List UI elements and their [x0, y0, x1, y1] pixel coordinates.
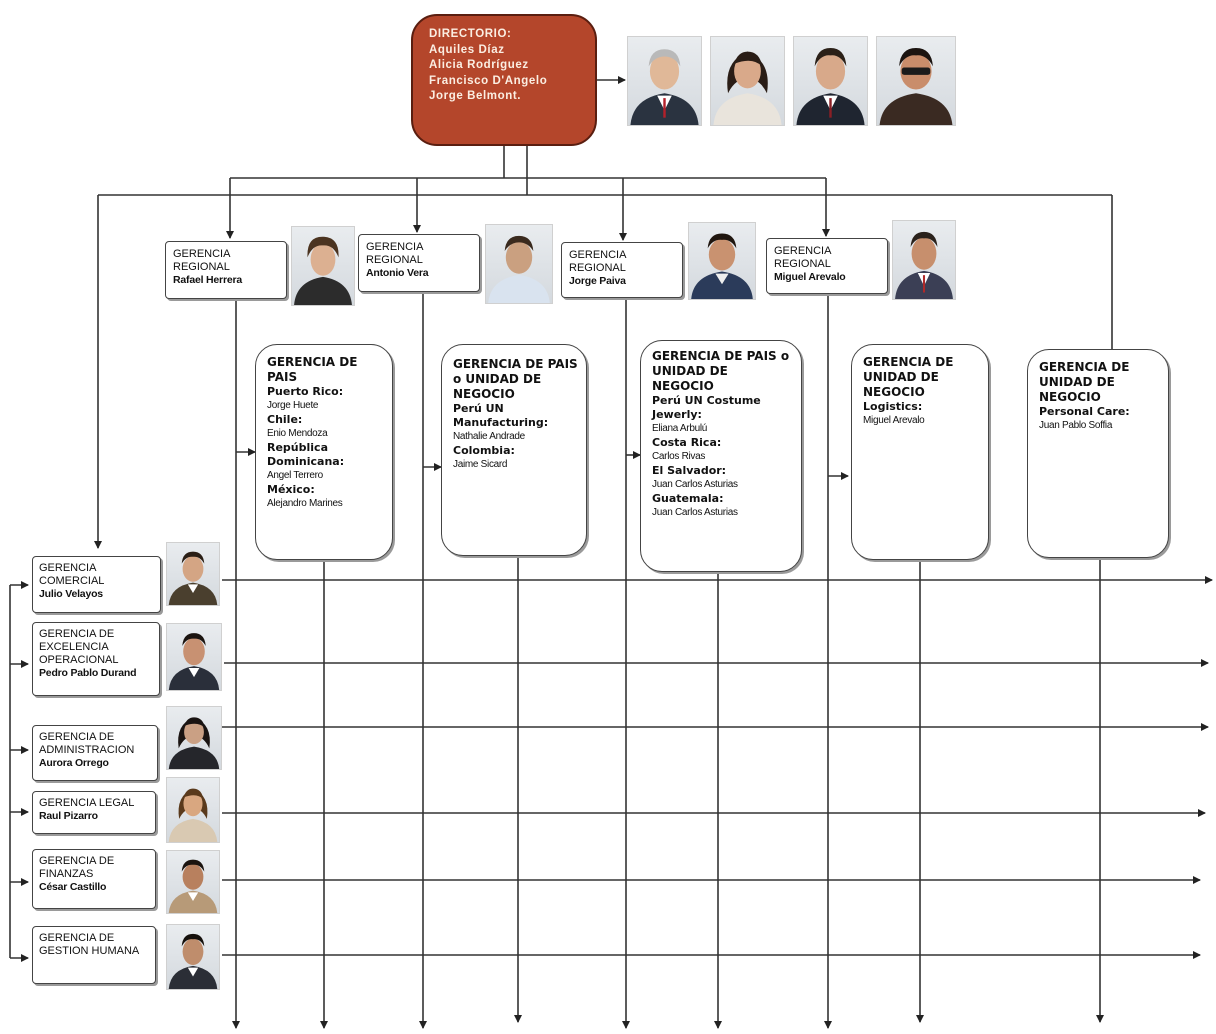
country-name: Puerto Rico:	[267, 385, 344, 398]
country-name: Guatemala:	[652, 492, 724, 505]
functional-box: GERENCIA COMERCIAL Julio Velayos	[32, 556, 161, 613]
country-name: Perú UN Manufacturing:	[453, 402, 549, 429]
regional-box: GERENCIA REGIONAL Miguel Arevalo	[766, 238, 888, 294]
country-manager: Jorge Huete	[267, 400, 319, 411]
country-manager: Jaime Sicard	[453, 459, 508, 470]
person-photo	[166, 706, 222, 770]
person-photo	[688, 222, 756, 300]
functional-title: GERENCIA DE ADMINISTRACION	[39, 731, 135, 756]
regional-title: GERENCIA REGIONAL	[366, 241, 423, 266]
country-manager: Juan Carlos Asturias	[652, 479, 738, 490]
country-box-title: GERENCIA DE PAIS	[267, 355, 358, 384]
country-box: GERENCIA DE PAIS o UNIDAD DE NEGOCIO Per…	[441, 344, 587, 556]
person-photo	[166, 850, 220, 914]
country-box: GERENCIA DE UNIDAD DE NEGOCIO Logistics:…	[851, 344, 989, 560]
regional-name: Rafael Herrera	[173, 274, 242, 286]
regional-box: GERENCIA REGIONAL Antonio Vera	[358, 234, 480, 292]
country-manager: Enio Mendoza	[267, 428, 328, 439]
functional-title: GERENCIA DE GESTION HUMANA	[39, 932, 140, 957]
country-name: República Dominicana:	[267, 441, 345, 468]
country-name: México:	[267, 483, 315, 496]
director-photo	[793, 36, 868, 126]
functional-name: Raul Pizarro	[39, 810, 98, 822]
regional-box: GERENCIA REGIONAL Rafael Herrera	[165, 241, 287, 299]
country-manager: Miguel Arevalo	[863, 415, 925, 426]
director-photo	[710, 36, 785, 126]
country-box: GERENCIA DE UNIDAD DE NEGOCIO Personal C…	[1027, 349, 1169, 558]
country-name: Logistics:	[863, 400, 923, 413]
country-name: Colombia:	[453, 444, 515, 457]
regional-name: Jorge Paiva	[569, 275, 626, 287]
regional-box: GERENCIA REGIONAL Jorge Paiva	[561, 242, 683, 298]
functional-title: GERENCIA DE FINANZAS	[39, 855, 115, 880]
country-box-title: GERENCIA DE PAIS o UNIDAD DE NEGOCIO	[453, 357, 578, 401]
person-photo	[166, 542, 220, 606]
regional-title: GERENCIA REGIONAL	[569, 249, 626, 274]
directorio-title: DIRECTORIO:	[429, 28, 512, 40]
functional-box: GERENCIA DE EXCELENCIA OPERACIONAL Pedro…	[32, 622, 160, 696]
country-manager: Carlos Rivas	[652, 451, 706, 462]
country-manager: Juan Pablo Soffia	[1039, 420, 1113, 431]
regional-name: Miguel Arevalo	[774, 271, 846, 283]
country-box: GERENCIA DE PAIS Puerto Rico: Jorge Huet…	[255, 344, 393, 560]
functional-name: Julio Velayos	[39, 588, 103, 600]
functional-box: GERENCIA DE GESTION HUMANA	[32, 926, 156, 984]
country-box: GERENCIA DE PAIS o UNIDAD DE NEGOCIO Per…	[640, 340, 802, 572]
directorio-member: Francisco D'Angelo	[429, 74, 548, 87]
person-photo	[291, 226, 355, 306]
functional-box: GERENCIA LEGAL Raul Pizarro	[32, 791, 156, 834]
functional-name: Aurora Orrego	[39, 757, 109, 769]
functional-title: GERENCIA LEGAL	[39, 797, 135, 809]
functional-name: Pedro Pablo Durand	[39, 667, 137, 679]
country-name: Costa Rica:	[652, 436, 722, 449]
country-manager: Alejandro Marines	[267, 498, 343, 509]
regional-title: GERENCIA REGIONAL	[173, 248, 230, 273]
directorio-member: Aquiles Díaz	[429, 43, 505, 56]
regional-title: GERENCIA REGIONAL	[774, 245, 831, 270]
functional-name: César Castillo	[39, 881, 107, 893]
country-name: Chile:	[267, 413, 303, 426]
country-box-title: GERENCIA DE PAIS o UNIDAD DE NEGOCIO	[652, 349, 790, 393]
person-photo	[166, 623, 222, 691]
functional-title: GERENCIA DE EXCELENCIA OPERACIONAL	[39, 628, 119, 666]
directorio-box: DIRECTORIO: Aquiles Díaz Alicia Rodrígue…	[411, 14, 597, 146]
person-photo	[485, 224, 553, 304]
person-photo	[892, 220, 956, 300]
regional-name: Antonio Vera	[366, 267, 429, 279]
person-photo	[166, 777, 220, 843]
functional-box: GERENCIA DE FINANZAS César Castillo	[32, 849, 156, 909]
functional-box: GERENCIA DE ADMINISTRACION Aurora Orrego	[32, 725, 158, 781]
functional-title: GERENCIA COMERCIAL	[39, 562, 105, 587]
country-name: Personal Care:	[1039, 405, 1130, 418]
director-photo	[876, 36, 956, 126]
directorio-member: Jorge Belmont.	[429, 90, 522, 103]
country-manager: Juan Carlos Asturias	[652, 507, 738, 518]
country-box-title: GERENCIA DE UNIDAD DE NEGOCIO	[863, 355, 954, 399]
country-manager: Angel Terrero	[267, 470, 323, 481]
directorio-member: Alicia Rodríguez	[429, 59, 529, 72]
person-photo	[166, 924, 220, 990]
country-box-title: GERENCIA DE UNIDAD DE NEGOCIO	[1039, 360, 1130, 404]
director-photo	[627, 36, 702, 126]
country-name: El Salvador:	[652, 464, 727, 477]
country-manager: Eliana Arbulú	[652, 423, 708, 434]
country-name: Perú UN Costume Jewerly:	[652, 394, 761, 421]
country-manager: Nathalie Andrade	[453, 431, 525, 442]
